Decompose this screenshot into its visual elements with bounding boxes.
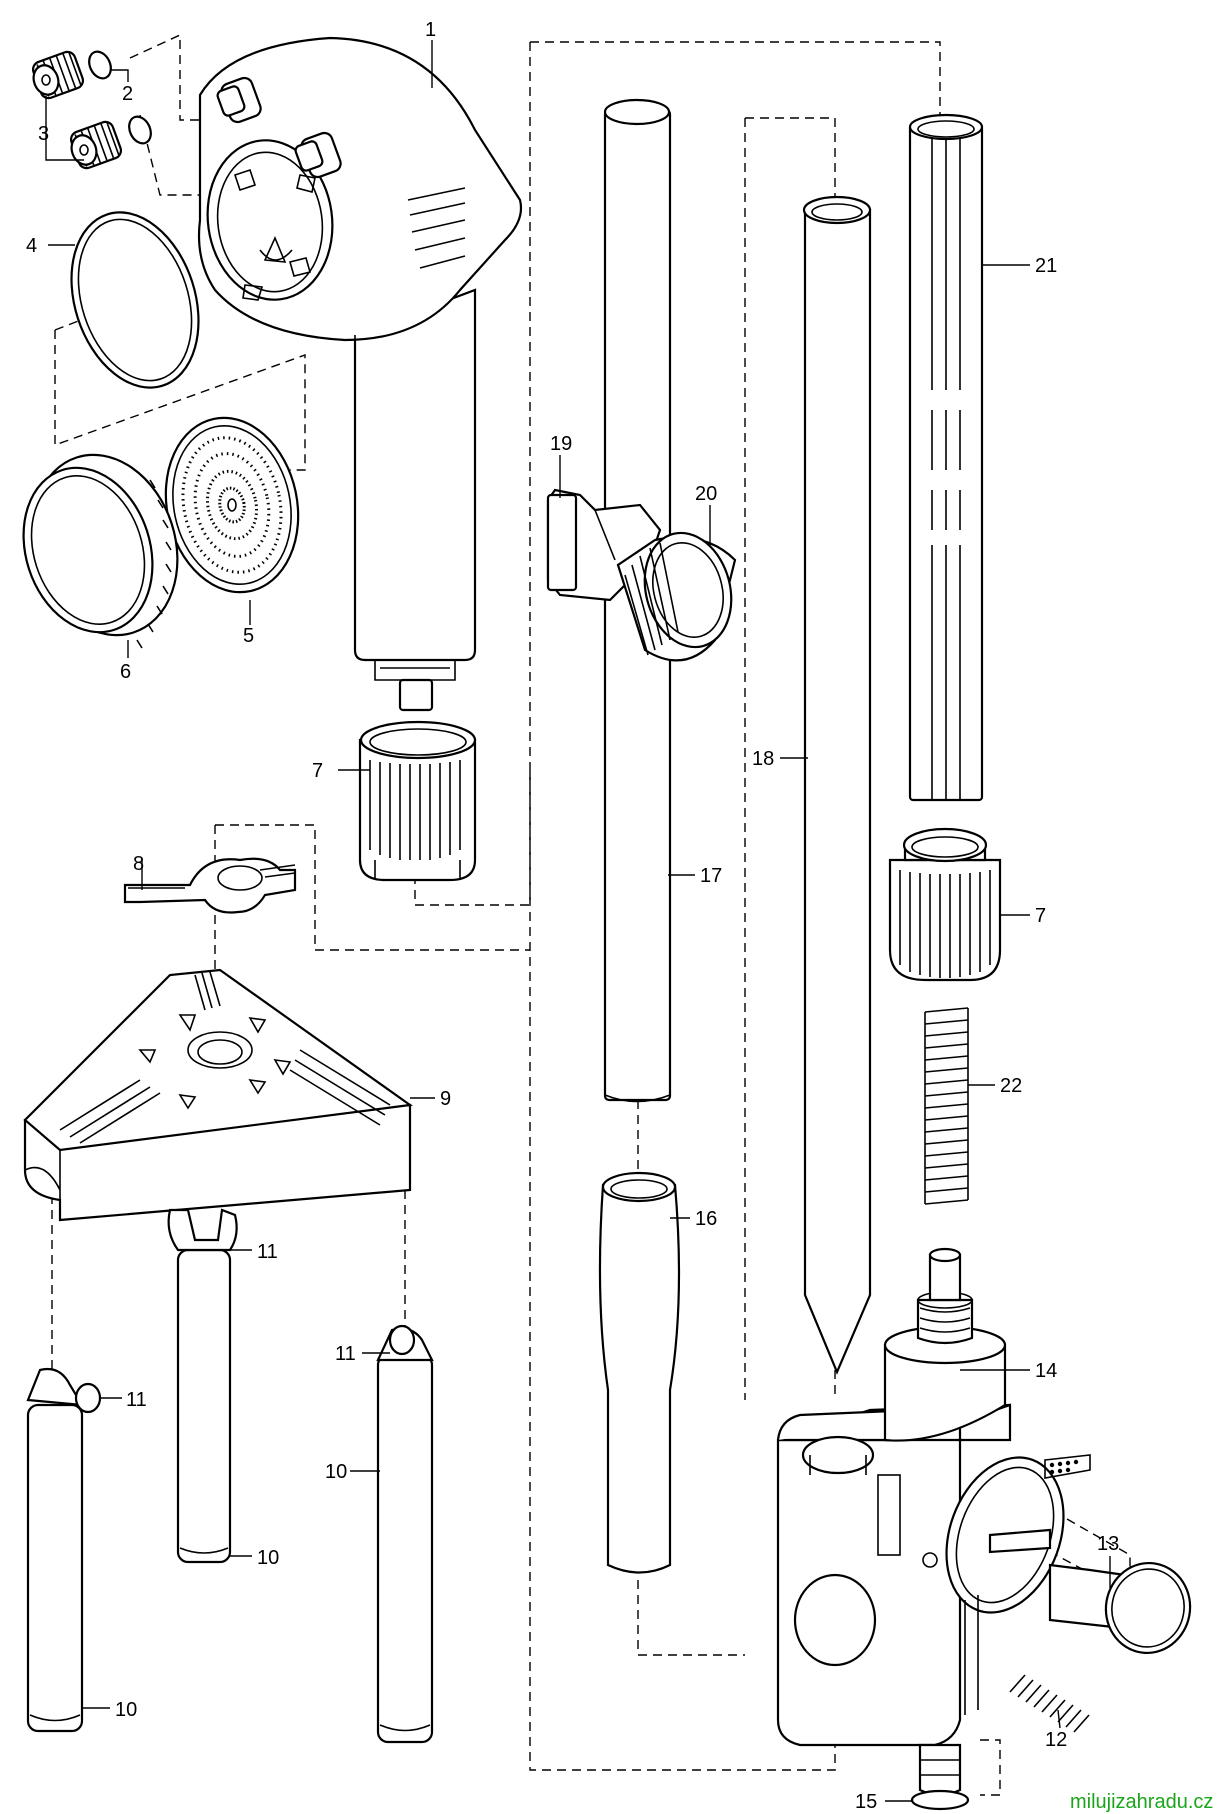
plug-cap: [1048, 1561, 1192, 1655]
callout-18: 18: [752, 748, 774, 770]
callout-12: 12: [1045, 1729, 1067, 1751]
callout-numbers: 1 2 3 4 5 6 7 8 9 11 11 11 10 10 10 12 1…: [26, 19, 1119, 1813]
nozzle-caps: [31, 50, 123, 170]
callout-21: 21: [1035, 255, 1057, 277]
watermark: milujizahradu.cz: [1070, 1791, 1213, 1813]
callout-7-top: 7: [312, 760, 323, 782]
key-wrench: [123, 857, 297, 914]
sprinkler-head: [197, 36, 523, 712]
small-spring: [1009, 1674, 1090, 1733]
leg-center: [167, 1208, 238, 1564]
callout-16: 16: [695, 1208, 717, 1230]
callout-19: 19: [550, 433, 572, 455]
callout-5: 5: [243, 625, 254, 647]
sleeve: [598, 1171, 681, 1574]
riser-tube: [908, 113, 984, 802]
callout-9: 9: [440, 1088, 451, 1110]
gasket-ring: [70, 211, 200, 389]
callout-17: 17: [700, 865, 722, 887]
callout-1: 1: [425, 19, 436, 41]
callout-11-right: 11: [335, 1343, 356, 1365]
callout-8: 8: [133, 853, 144, 875]
leg-left: [26, 1367, 102, 1733]
callout-4: 4: [26, 235, 37, 257]
leg-right: [376, 1324, 434, 1744]
callout-2: 2: [122, 83, 133, 105]
callout-10-center: 10: [257, 1547, 279, 1569]
callout-20: 20: [695, 483, 717, 505]
callout-7-right: 7: [1035, 905, 1046, 927]
o-rings: [88, 50, 152, 145]
spray-plate: [164, 416, 300, 594]
spike-rod: [802, 195, 872, 1375]
callout-15: 15: [855, 1791, 877, 1813]
callout-10-right: 10: [325, 1461, 347, 1483]
callout-11-left: 11: [126, 1389, 147, 1411]
clamp-knob: [616, 531, 737, 662]
callout-10-left: 10: [115, 1699, 137, 1721]
knurled-nut-bottom: [888, 827, 1002, 982]
callout-22: 22: [1000, 1075, 1022, 1097]
knurled-nut-top: [358, 720, 477, 882]
o-ring-bottom: [910, 1789, 970, 1811]
callout-6: 6: [120, 661, 131, 683]
callout-13: 13: [1097, 1533, 1119, 1555]
callout-3: 3: [38, 123, 49, 145]
triangle-base: [23, 968, 413, 1222]
spring: [924, 1007, 969, 1205]
leader-lines: [45, 40, 1111, 1802]
callout-14: 14: [1035, 1360, 1057, 1382]
valve-body: [776, 1247, 1091, 1797]
callout-11-center: 11: [257, 1241, 278, 1263]
cap-ring: [22, 453, 179, 649]
